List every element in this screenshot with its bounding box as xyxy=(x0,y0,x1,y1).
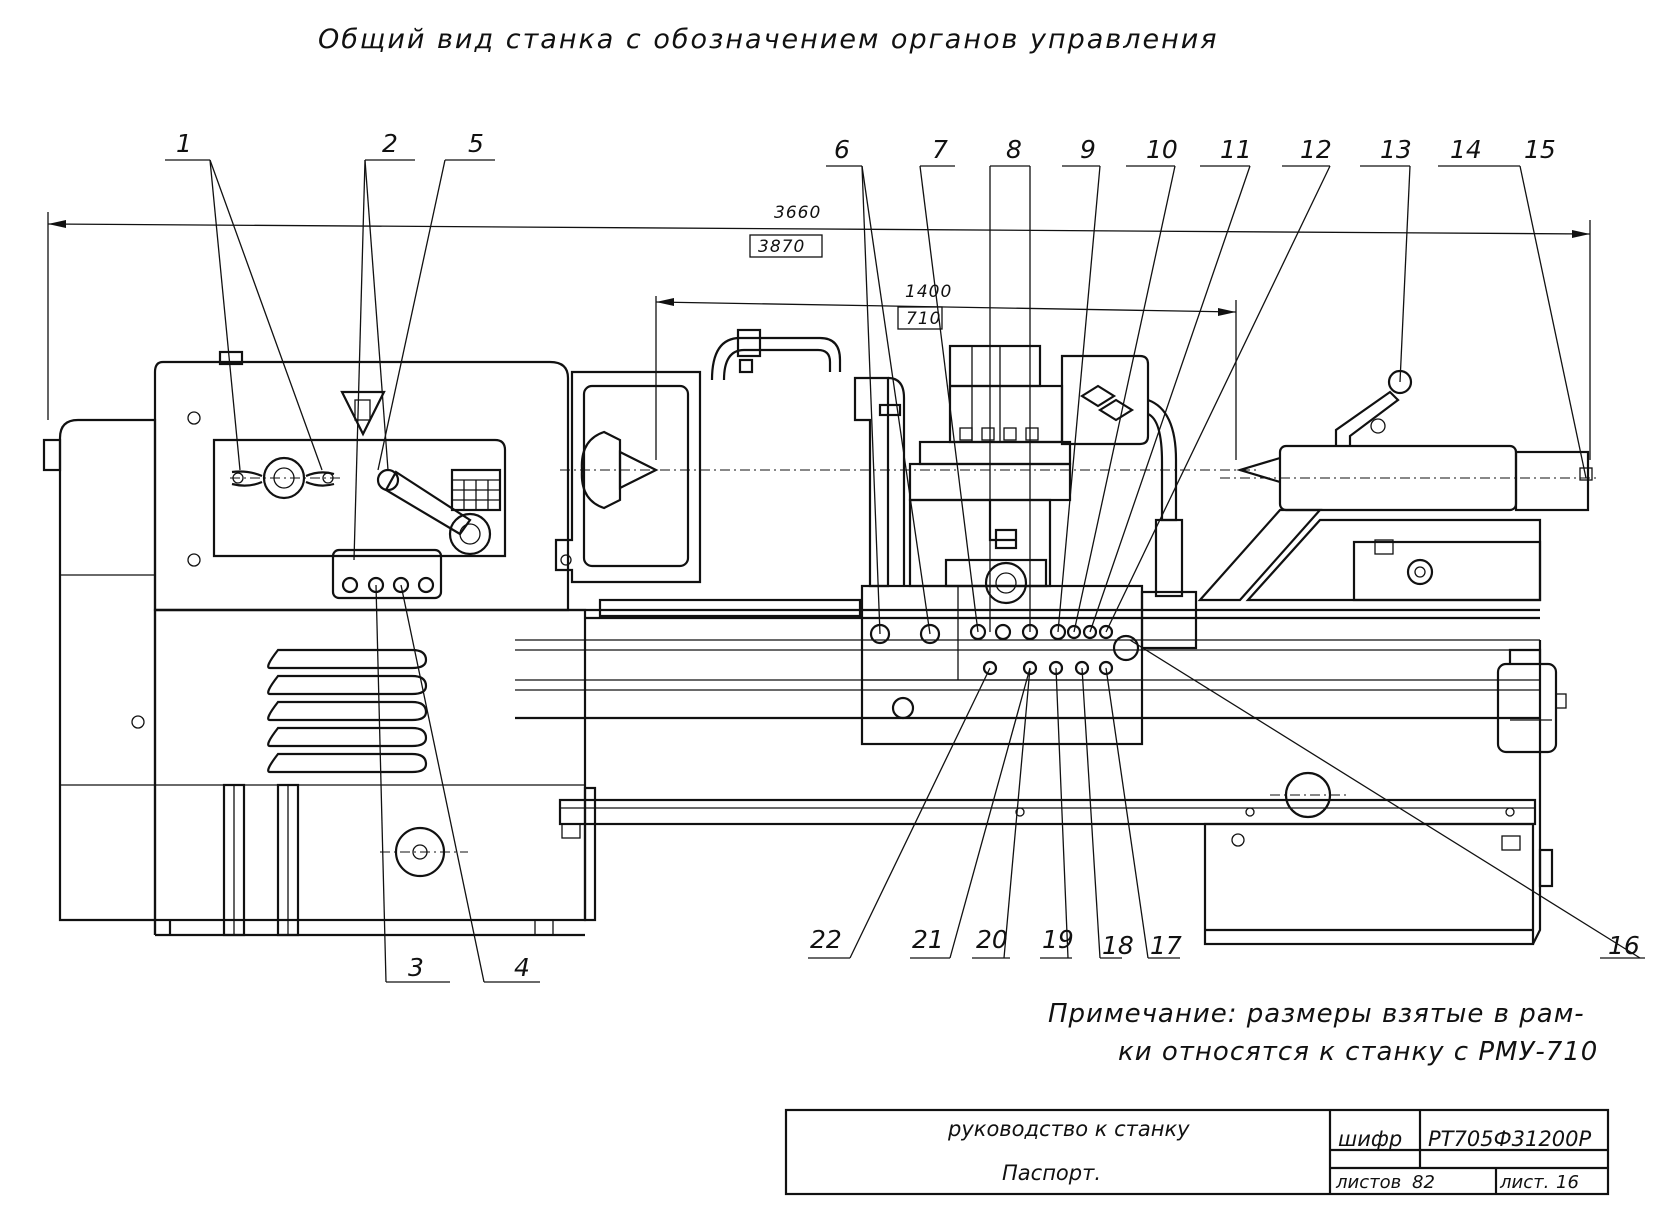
ventilation-louvres xyxy=(267,648,428,774)
bed xyxy=(155,598,1540,851)
tailstock xyxy=(1197,369,1600,602)
callout-12: 12 xyxy=(1300,135,1332,164)
right-support xyxy=(1203,640,1554,946)
callout-11: 11 xyxy=(1220,135,1252,164)
note-line-2: ки относятся к станку с РМУ-710 xyxy=(1118,1037,1598,1067)
cipher-value: РТ705Ф31200Р xyxy=(1428,1127,1591,1151)
callout-8: 8 xyxy=(1006,135,1022,164)
callout-6: 6 xyxy=(834,135,850,164)
callout-numbers: 1 2 3 4 5 6 7 8 9 10 11 12 13 14 15 16 1… xyxy=(176,129,1640,982)
callout-7: 7 xyxy=(932,135,948,164)
callout-19: 19 xyxy=(1042,925,1074,954)
overall-dimension-value: 3660 xyxy=(774,203,821,223)
callout-14: 14 xyxy=(1450,135,1482,164)
title-block: руководство к станку Паспорт. шифр РТ705… xyxy=(784,1108,1610,1196)
callout-22: 22 xyxy=(810,925,842,954)
tool-head xyxy=(1060,354,1184,598)
note-line-1: Примечание: размеры взятые в рам- xyxy=(1048,999,1585,1029)
callout-16: 16 xyxy=(1608,931,1640,960)
callout-13: 13 xyxy=(1380,135,1412,164)
drawing-title: Общий вид станка с обозначением органов … xyxy=(318,24,1219,55)
callout-20: 20 xyxy=(976,925,1008,954)
sheets-label: листов xyxy=(1335,1172,1401,1193)
electrical-cabinet xyxy=(42,418,157,922)
callout-9: 9 xyxy=(1080,135,1096,164)
callout-5: 5 xyxy=(468,129,484,158)
overall-dimension-alt-value: 3870 xyxy=(758,237,805,257)
callout-15: 15 xyxy=(1524,135,1556,164)
headstock xyxy=(153,350,570,612)
callout-3: 3 xyxy=(408,953,424,982)
machine-base xyxy=(153,608,597,937)
cipher-label: шифр xyxy=(1338,1127,1402,1151)
doc-type: Паспорт. xyxy=(1002,1161,1101,1185)
callout-17: 17 xyxy=(1150,931,1182,960)
span-dimension-alt-value: 710 xyxy=(906,309,941,329)
carriage xyxy=(860,584,1198,746)
span-dimension-value: 1400 xyxy=(905,282,952,302)
sheet-label: лист. xyxy=(1499,1172,1549,1193)
doc-name: руководство к станку xyxy=(947,1117,1190,1141)
callout-10: 10 xyxy=(1146,135,1178,164)
callout-4: 4 xyxy=(514,953,530,982)
callout-21: 21 xyxy=(912,925,944,954)
sheet-value: 16 xyxy=(1556,1172,1579,1193)
right-gearbox xyxy=(1496,648,1567,754)
overall-dimension: 3660 3870 xyxy=(47,203,1591,460)
callout-18: 18 xyxy=(1102,931,1134,960)
coolant-pipe xyxy=(710,328,842,381)
sheets-value: 82 xyxy=(1412,1172,1435,1193)
cross-slide-turret xyxy=(853,344,1072,605)
span-dimension: 1400 710 xyxy=(655,282,1237,460)
note: Примечание: размеры взятые в рам- ки отн… xyxy=(1048,999,1598,1067)
leader-lines xyxy=(165,159,1645,983)
callout-1: 1 xyxy=(176,129,192,158)
callout-2: 2 xyxy=(382,129,398,158)
